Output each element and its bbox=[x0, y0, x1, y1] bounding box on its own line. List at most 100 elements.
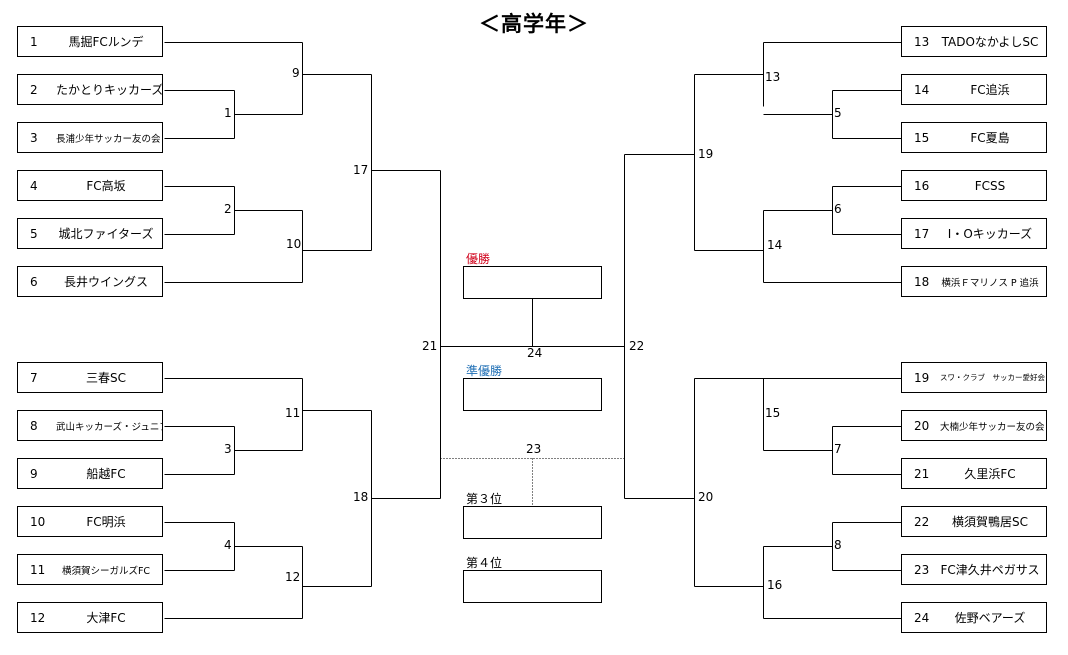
team-number: 23 bbox=[914, 562, 930, 577]
team-name: 佐野ベアーズ bbox=[954, 611, 1026, 625]
team-name: FC明浜 bbox=[86, 515, 126, 529]
match-number: 19 bbox=[698, 147, 714, 161]
team-number: 2 bbox=[30, 82, 38, 97]
team-box: 10 FC明浜 bbox=[17, 506, 163, 537]
team-name: たかとりキッカーズ bbox=[56, 83, 162, 97]
team-box: 5 城北ファイターズ bbox=[17, 218, 163, 249]
team-number: 11 bbox=[30, 562, 46, 577]
runner-up-label: 準優勝 bbox=[466, 364, 503, 378]
team-box: 15 FC夏島 bbox=[901, 122, 1047, 153]
team-number: 24 bbox=[914, 610, 930, 625]
match-number: 3 bbox=[224, 442, 232, 456]
team-box: 6 長井ウイングス bbox=[17, 266, 163, 297]
match-number: 14 bbox=[767, 238, 783, 252]
team-number: 16 bbox=[914, 178, 930, 193]
team-box: 18 横浜Ｆマリノス P 追浜 bbox=[901, 266, 1047, 297]
match-number: 24 bbox=[527, 346, 543, 360]
match-number: 4 bbox=[224, 538, 232, 552]
team-box: 23 FC津久井ペガサス bbox=[901, 554, 1047, 585]
team-name: 城北ファイターズ bbox=[58, 227, 154, 241]
team-name: 馬掘FCルンデ bbox=[68, 35, 144, 49]
team-name: FC津久井ペガサス bbox=[940, 563, 1040, 577]
team-name: 長浦少年サッカー友の会 bbox=[56, 133, 161, 145]
team-number: 18 bbox=[914, 274, 930, 289]
match-number: 15 bbox=[765, 406, 781, 420]
match-number: 11 bbox=[285, 406, 301, 420]
match-number: 20 bbox=[698, 490, 714, 504]
page-title: ＜高学年＞ bbox=[479, 12, 589, 36]
third-place-label: 第３位 bbox=[466, 492, 503, 506]
team-name: 大津FC bbox=[86, 611, 126, 625]
team-name: 横浜Ｆマリノス P 追浜 bbox=[941, 277, 1039, 289]
team-number: 13 bbox=[914, 34, 930, 49]
team-box: 2 たかとりキッカーズ bbox=[17, 74, 163, 105]
match-number: 5 bbox=[834, 106, 842, 120]
team-name: TADOなかよしSC bbox=[941, 35, 1039, 49]
team-number: 14 bbox=[914, 82, 930, 97]
team-box: 19 スワ・クラブ サッカー愛好会 bbox=[901, 362, 1047, 393]
team-box: 24 佐野ベアーズ bbox=[901, 602, 1047, 633]
team-box: 8 武山キッカーズ・ジュニア bbox=[17, 410, 163, 441]
team-number: 22 bbox=[914, 514, 930, 529]
third-place-box bbox=[463, 506, 602, 539]
match-number: 13 bbox=[765, 70, 781, 84]
match-number: 8 bbox=[834, 538, 842, 552]
match-number: 12 bbox=[285, 570, 301, 584]
match-number: 1 bbox=[224, 106, 232, 120]
team-number: 8 bbox=[30, 418, 38, 433]
team-number: 12 bbox=[30, 610, 46, 625]
match-number: 21 bbox=[422, 339, 438, 353]
team-name: 武山キッカーズ・ジュニア bbox=[56, 421, 162, 433]
team-name: 横須賀シーガルズFC bbox=[61, 565, 151, 577]
team-name: スワ・クラブ サッカー愛好会 bbox=[940, 373, 1045, 382]
team-box: 1 馬掘FCルンデ bbox=[17, 26, 163, 57]
runner-up-box bbox=[463, 378, 602, 411]
team-box: 7 三春SC bbox=[17, 362, 163, 393]
team-name: 久里浜FC bbox=[964, 467, 1016, 481]
champion-label: 優勝 bbox=[466, 252, 491, 266]
fourth-place-label: 第４位 bbox=[466, 556, 503, 570]
match-number: 7 bbox=[834, 442, 842, 456]
team-number: 3 bbox=[30, 130, 38, 145]
team-box: 16 FCSS bbox=[901, 170, 1047, 201]
team-box: 20 大楠少年サッカー友の会 bbox=[901, 410, 1047, 441]
match-number: 17 bbox=[353, 163, 369, 177]
team-number: 21 bbox=[914, 466, 930, 481]
team-name: FCSS bbox=[974, 178, 1006, 193]
team-box: 12 大津FC bbox=[17, 602, 163, 633]
team-name: 長井ウイングス bbox=[63, 275, 148, 289]
team-name: FC夏島 bbox=[970, 131, 1010, 145]
match-number: 10 bbox=[286, 237, 302, 251]
team-number: 15 bbox=[914, 130, 930, 145]
team-number: 5 bbox=[30, 226, 38, 241]
team-name: FC追浜 bbox=[970, 83, 1010, 97]
team-number: 20 bbox=[914, 418, 930, 433]
team-name: 三春SC bbox=[86, 371, 126, 385]
team-number: 1 bbox=[30, 34, 38, 49]
team-number: 6 bbox=[30, 274, 38, 289]
match-number: 22 bbox=[629, 339, 645, 353]
team-box: 22 横須賀鴨居SC bbox=[901, 506, 1047, 537]
team-box: 13 TADOなかよしSC bbox=[901, 26, 1047, 57]
team-number: 10 bbox=[30, 514, 46, 529]
match-number: 23 bbox=[526, 442, 542, 456]
team-box: 3 長浦少年サッカー友の会 bbox=[17, 122, 163, 153]
team-name: 大楠少年サッカー友の会 bbox=[940, 421, 1045, 433]
team-number: 4 bbox=[30, 178, 38, 193]
team-number: 17 bbox=[914, 226, 930, 241]
team-name: 横須賀鴨居SC bbox=[952, 515, 1028, 529]
match-number: 18 bbox=[353, 490, 369, 504]
team-number: 7 bbox=[30, 370, 38, 385]
team-box: 21 久里浜FC bbox=[901, 458, 1047, 489]
match-number: 9 bbox=[292, 66, 300, 80]
champion-box bbox=[463, 266, 602, 299]
fourth-place-box bbox=[463, 570, 602, 603]
match-number: 2 bbox=[224, 202, 232, 216]
team-box: 11 横須賀シーガルズFC bbox=[17, 554, 163, 585]
team-number: 19 bbox=[914, 370, 930, 385]
